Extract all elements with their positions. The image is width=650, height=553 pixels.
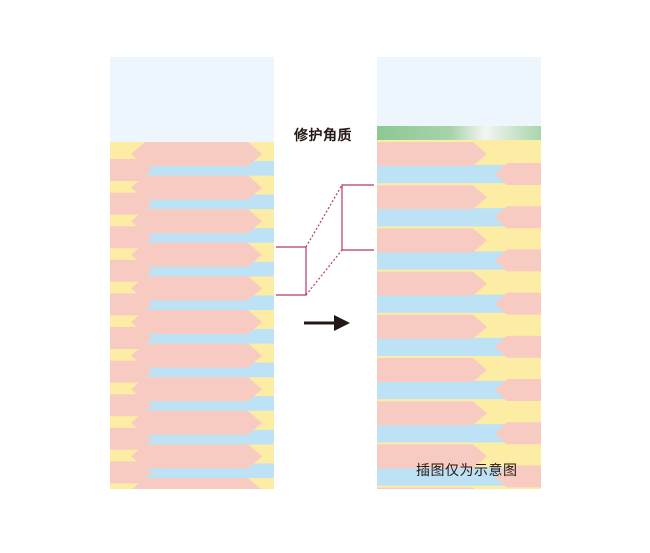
right-edge-cell	[495, 422, 541, 445]
left-top-zone	[110, 57, 274, 142]
left-main-cell	[131, 377, 262, 402]
right-main-cell	[377, 487, 475, 489]
right-main-cell	[377, 444, 487, 469]
right-main-cell	[377, 228, 487, 253]
right-edge-cell	[495, 249, 541, 272]
right-main-cell	[377, 185, 487, 210]
right-yellow-band	[377, 485, 541, 489]
left-main-cell	[131, 242, 262, 267]
right-main-cell	[377, 314, 487, 339]
zoom-line-bottom	[305, 249, 343, 296]
repaired-skin-column	[377, 57, 541, 489]
left-edge-cell	[110, 293, 152, 316]
left-main-cell	[131, 310, 262, 334]
right-edge-cell	[495, 335, 541, 358]
left-main-cell	[132, 478, 261, 489]
left-edge-cell	[110, 192, 152, 215]
zoom-line-top	[305, 184, 343, 248]
left-edge-cell	[110, 394, 152, 417]
left-edge-cell	[110, 327, 152, 349]
disclaimer-text: 插图仅为示意图	[416, 463, 518, 479]
right-top-zone	[377, 57, 541, 127]
left-edge-cell	[110, 427, 152, 450]
left-main-cell	[131, 410, 262, 435]
right-main-cell	[377, 358, 487, 382]
left-edge-cell	[110, 461, 152, 484]
zoom-callout	[276, 184, 374, 296]
repair-layer-band	[377, 126, 541, 140]
repair-label: 修护角质	[294, 128, 352, 144]
right-arrow-icon	[304, 315, 350, 331]
left-edge-cell	[110, 159, 152, 181]
right-main-cell	[377, 271, 487, 296]
left-edge-cell	[110, 226, 152, 249]
left-main-cell	[131, 343, 262, 368]
left-edge-cell	[110, 360, 152, 383]
left-main-cell	[131, 276, 262, 301]
right-bracket	[341, 184, 374, 251]
right-edge-cell	[495, 379, 541, 401]
right-main-cell	[377, 401, 487, 426]
right-main-cell	[377, 142, 487, 166]
right-edge-cell	[495, 465, 541, 488]
left-cells	[110, 142, 262, 489]
right-edge-cell	[495, 292, 541, 315]
right-cells	[377, 142, 541, 489]
left-main-cell	[131, 444, 262, 469]
left-main-cell	[131, 209, 262, 234]
damaged-skin-column	[110, 57, 274, 489]
left-edge-cell	[110, 259, 152, 282]
left-bracket	[276, 246, 307, 296]
left-main-cell	[131, 142, 262, 166]
right-edge-cell	[495, 206, 541, 229]
right-edge-cell	[495, 163, 541, 185]
left-main-cell	[131, 175, 262, 200]
